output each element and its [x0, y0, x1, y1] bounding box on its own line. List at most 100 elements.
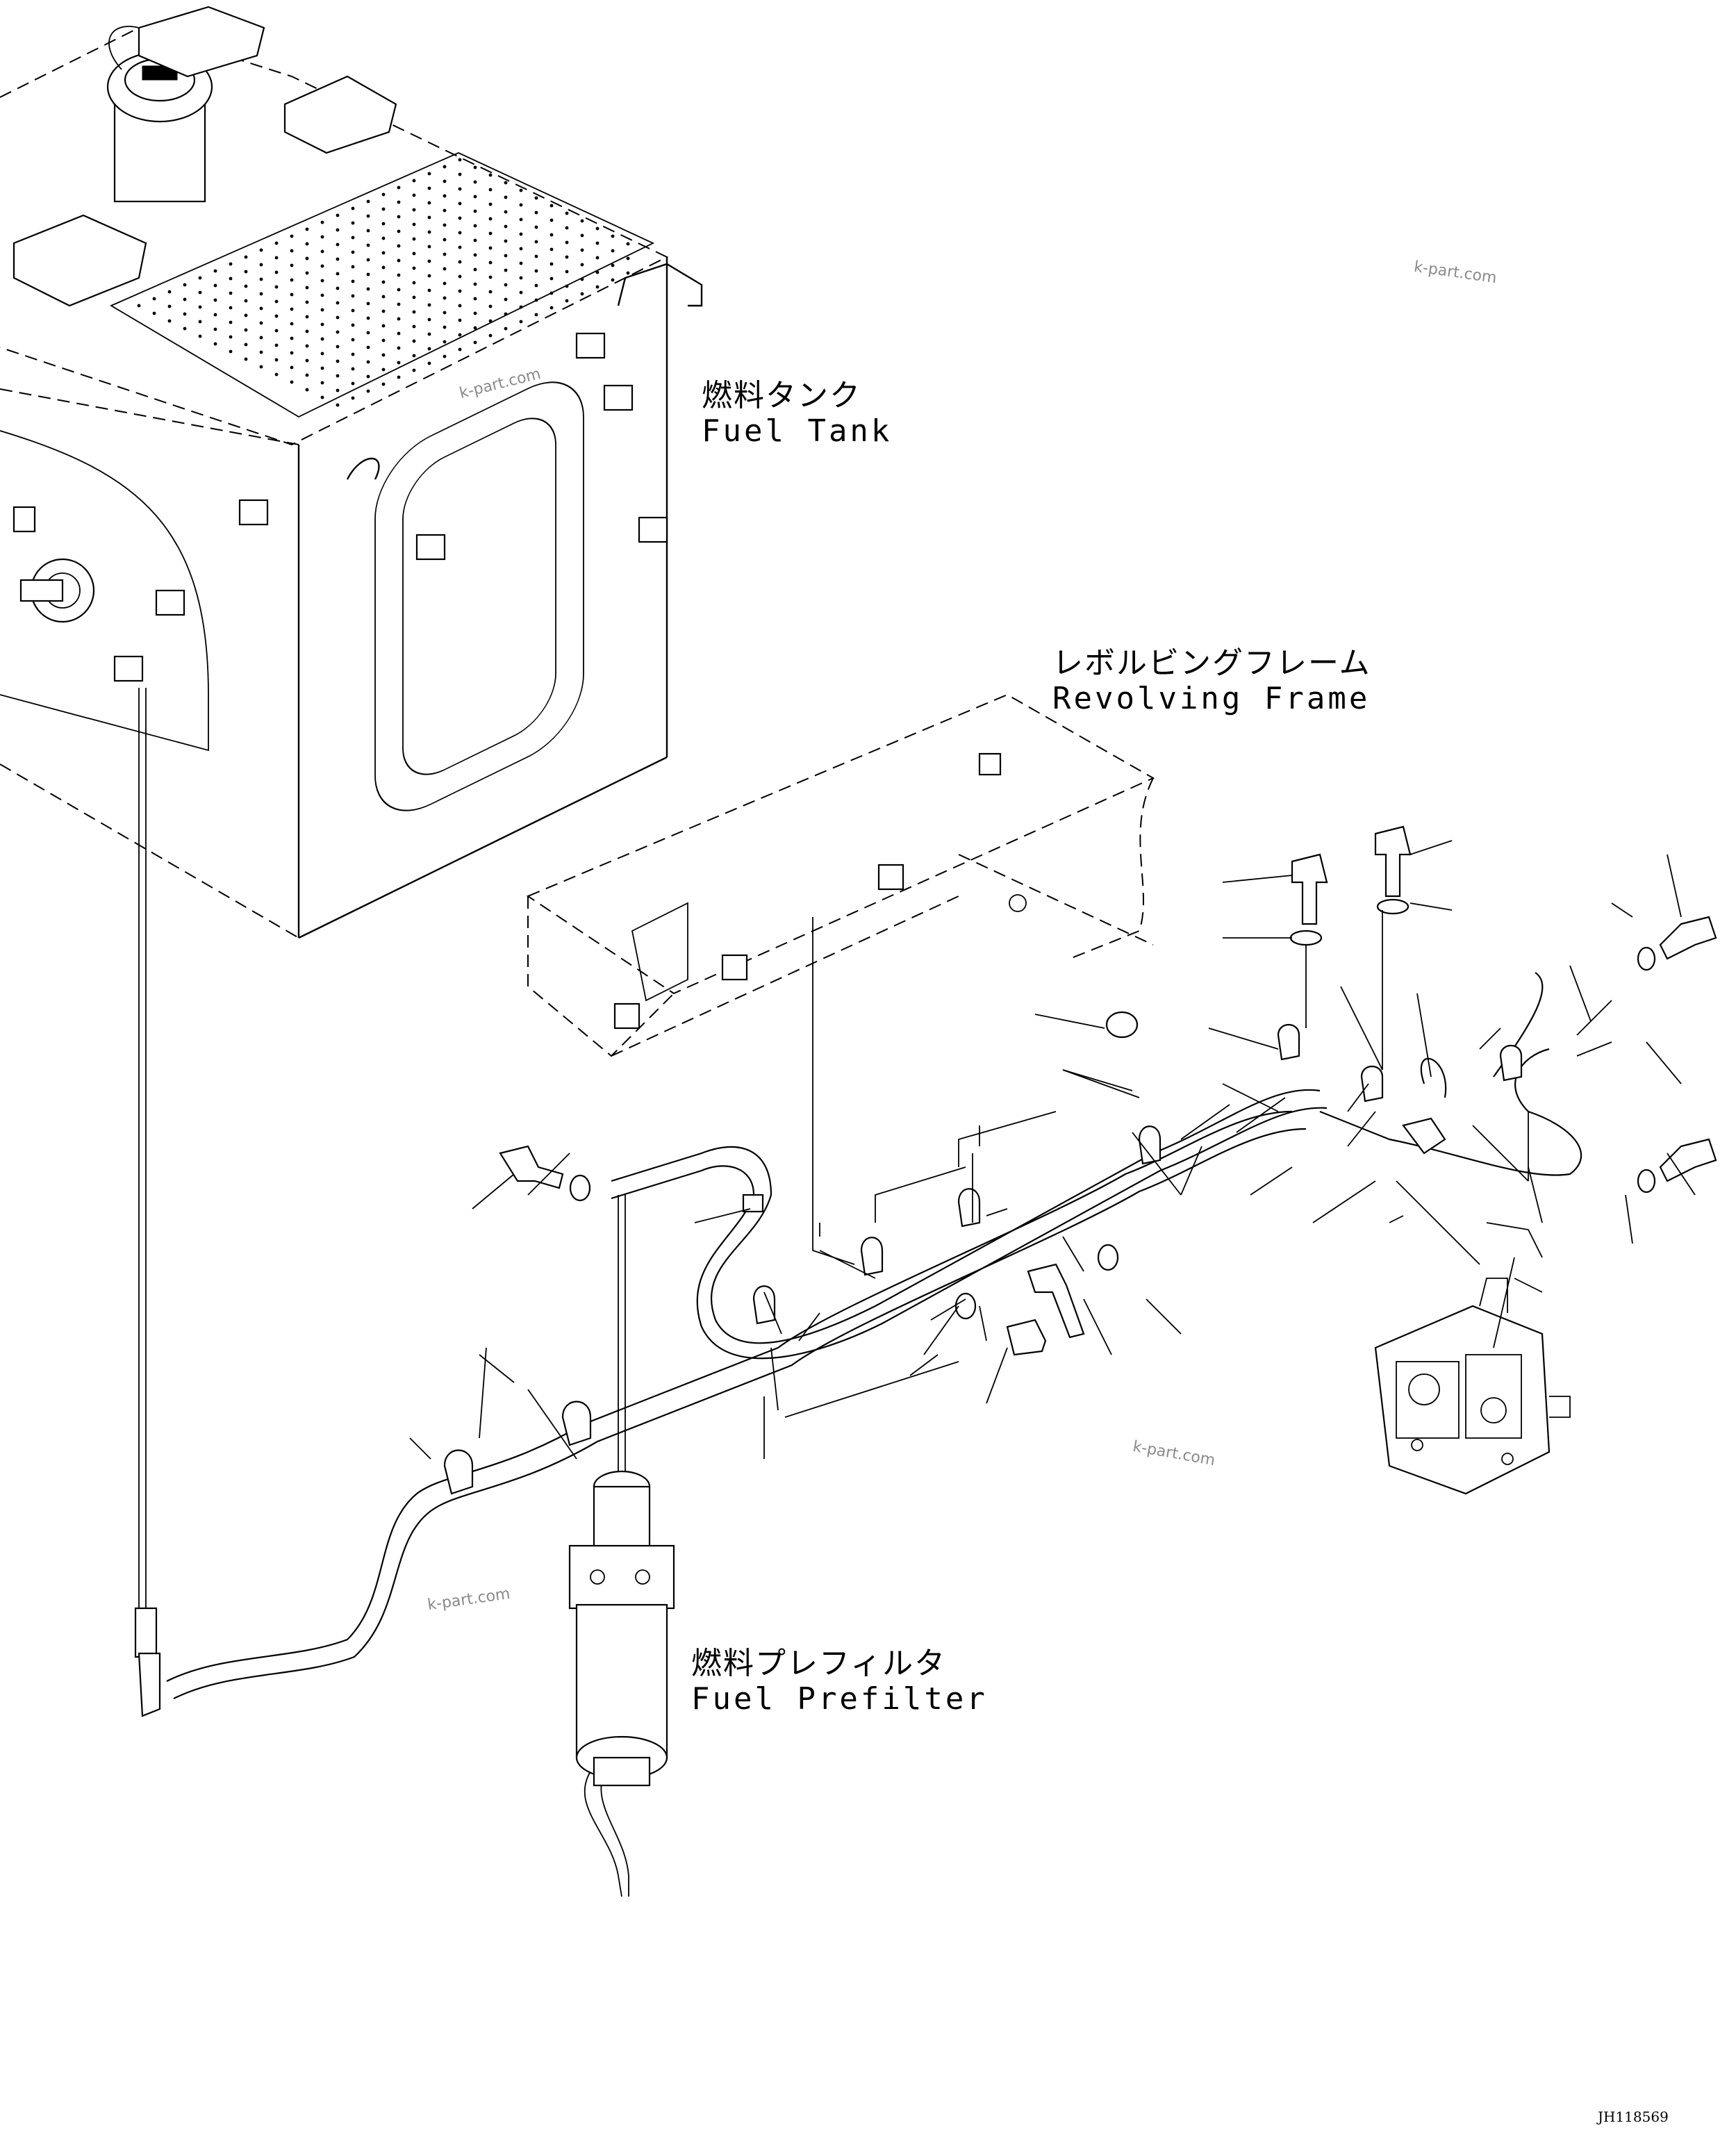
perforation-dot — [519, 232, 523, 236]
perforation-dot — [488, 202, 493, 206]
perforation-dot — [427, 317, 431, 322]
perforation-dot — [397, 331, 401, 336]
perforation-dot — [336, 286, 340, 290]
perforation-dot — [412, 295, 416, 299]
perforation-dot — [320, 264, 324, 268]
perforation-dot — [290, 380, 294, 384]
perforation-dot — [473, 238, 477, 242]
perforation-dot — [336, 242, 340, 247]
perforation-dot — [473, 297, 477, 301]
perforation-dot — [473, 224, 477, 228]
perforation-dot — [351, 294, 355, 298]
perforation-dot — [305, 315, 309, 319]
perforation-dot — [458, 304, 462, 308]
perforation-dot — [397, 185, 401, 190]
perforation-dot — [412, 179, 416, 183]
perforation-dot — [534, 240, 538, 244]
perforation-dot — [549, 247, 554, 251]
perforation-dot — [504, 268, 508, 272]
perforation-dot — [504, 239, 508, 243]
perforation-dot — [443, 194, 447, 198]
revolving-frame-drawing — [526, 693, 1155, 1057]
perforation-dot — [412, 208, 416, 212]
perforation-dot — [366, 214, 370, 218]
perforation-dot — [152, 297, 156, 301]
perforation-dot — [397, 346, 401, 350]
perforation-dot — [366, 374, 370, 379]
perforation-dot — [320, 381, 324, 385]
perforation-dot — [320, 308, 324, 312]
perforation-dot — [412, 324, 416, 329]
perforation-dot — [274, 372, 279, 377]
perforation-dot — [305, 373, 309, 377]
perforation-dot — [320, 235, 324, 239]
perforation-dot — [519, 217, 523, 222]
perforation-dot — [366, 360, 370, 364]
perforation-dot — [427, 332, 431, 336]
fuel-prefilter-drawing — [568, 1470, 675, 1787]
perforation-dot — [213, 342, 217, 346]
perforation-dot — [274, 241, 279, 245]
perforation-dot — [351, 367, 355, 371]
perforation-dot — [549, 233, 554, 237]
perforation-dot — [381, 368, 386, 372]
perforation-dot — [305, 227, 309, 231]
perforation-dot — [488, 275, 493, 279]
perforation-dot — [351, 396, 355, 400]
perforation-dot — [397, 200, 401, 204]
perforation-dot — [473, 195, 477, 199]
perforation-dot — [351, 352, 355, 356]
perforation-dot — [320, 293, 324, 297]
perforation-dot — [519, 203, 523, 207]
perforation-dot — [336, 359, 340, 363]
perforation-dot — [412, 193, 416, 197]
perforation-dot — [259, 336, 263, 340]
perforation-dot — [305, 256, 309, 261]
perforation-dot — [381, 236, 386, 240]
perforation-dot — [259, 277, 263, 281]
perforation-dot — [274, 329, 279, 333]
perforation-dot — [167, 319, 172, 323]
perforation-dot — [366, 199, 370, 204]
perforation-dot — [290, 365, 294, 370]
perforation-dot — [305, 242, 309, 246]
perforation-dot — [305, 388, 309, 392]
perforation-dot — [534, 254, 538, 258]
perforation-dot — [458, 260, 462, 264]
perforation-dot — [397, 244, 401, 248]
perforation-dot — [198, 320, 202, 324]
perforation-dot — [244, 299, 248, 303]
perforation-dot — [244, 255, 248, 259]
perforation-dot — [443, 340, 447, 344]
perforation-dot — [381, 251, 386, 255]
fuel-injection-pump — [1374, 1278, 1571, 1495]
revolving-frame-label-ja: レボルビングフレーム — [1052, 645, 1371, 681]
perforation-dot — [488, 290, 493, 294]
perforation-dot — [397, 273, 401, 277]
perforation-dot — [458, 216, 462, 220]
perforation-dot — [427, 288, 431, 292]
perforation-dot — [504, 297, 508, 302]
perforation-dot — [336, 301, 340, 305]
perforation-dot — [580, 219, 584, 223]
perforation-dot — [412, 222, 416, 226]
perforation-dot — [580, 277, 584, 281]
perforation-dot — [305, 300, 309, 304]
perforation-dot — [244, 284, 248, 288]
perforation-dot — [443, 354, 447, 358]
perforation-dot — [381, 295, 386, 299]
perforation-dot — [519, 305, 523, 309]
perforation-dot — [473, 340, 477, 345]
perforation-dot — [259, 365, 263, 369]
perforation-dot — [213, 327, 217, 331]
perforation-dot — [274, 256, 279, 260]
perforation-dot — [198, 276, 202, 280]
perforation-dot — [595, 241, 600, 245]
perforation-dot — [320, 249, 324, 254]
hose-clamps — [443, 1011, 1523, 1495]
perforation-dot — [427, 215, 431, 220]
perforation-dot — [305, 358, 309, 363]
perforation-dot — [519, 276, 523, 280]
perforation-dot — [351, 279, 355, 283]
